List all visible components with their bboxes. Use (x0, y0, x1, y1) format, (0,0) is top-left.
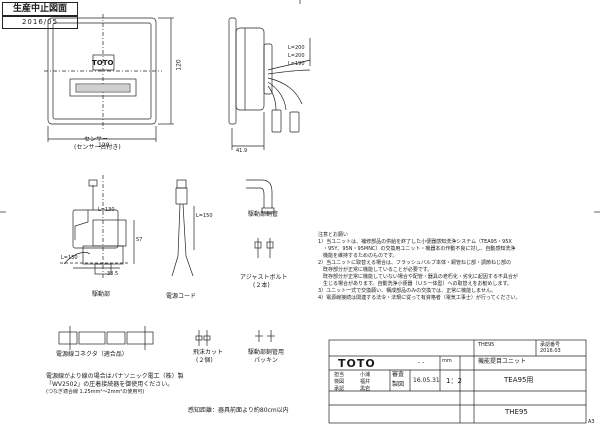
side-cable-dim-3: L=190 (288, 61, 305, 67)
front-width-dim: 120 (98, 142, 110, 149)
notes-line: 4）電源線接続は関連する法令・法規に従って有資格者（電気工事士）が行ってください… (318, 295, 521, 301)
notes-line: 生じる場合があります。自動洗浄小便器（ＵＳ一体型）への取替えをお勧めします。 (318, 281, 513, 287)
title-block-scale: 1：2 (446, 377, 462, 385)
title-row-value: 福井 (360, 379, 371, 385)
connector-label: 電源線コネクタ（適合品） (56, 351, 128, 358)
side-depth-dim: 41.9 (236, 148, 248, 154)
notes-block: 注意とお願い 1）当ユニットは、補修部品の供給を終了した小便器感知洗浄システム（… (318, 232, 596, 302)
title-block-title: 機能提目ユニット (478, 358, 527, 365)
title-block-unit: mm (442, 358, 452, 364)
title-row-label: 担当 (334, 372, 345, 378)
sensor-window (77, 85, 129, 91)
drive-unit-drawing (60, 175, 135, 280)
title-row-value: 黒岩 (360, 386, 371, 392)
notes-line: 2）当ユニットに取替える場合は、フラッシュバルブ本体・銅管ねじ部・調節ねじ部の (318, 260, 512, 266)
adjust-bolt-qty: (２本) (253, 282, 270, 289)
title-block-issue-date: 2016.03 (540, 348, 561, 354)
notes-line: 1）当ユニットは、補修部品の供給を終了した小便器感知洗浄システム（TEA95・9… (318, 239, 512, 245)
side-cable-dim-2: L=200 (288, 53, 305, 59)
title-block-date: 16.05.31 (413, 377, 440, 384)
notes-line: 既存部分が正常に機能していることが必要です。 (318, 267, 433, 273)
discontinued-date: 2016/05 (2, 16, 78, 29)
power-cord-dim: L=150 (196, 213, 213, 219)
drive-unit-label: 駆動部 (92, 291, 111, 298)
title-block-checked: 審査 (392, 371, 405, 378)
notes-line: 既存部分が正常に機能していない場合や配管・器具の老朽化・劣化に起因する不具合が (318, 274, 518, 280)
notes-line: 機能を維持するためのものです。 (318, 253, 398, 259)
splash-plug-label: 飛沫カット (193, 349, 224, 356)
wiring-note-2: 「WV2502」の圧着接続器を御使用ください。 (46, 381, 174, 388)
notes-line: 3）ユニット一式で交換願い、構成部品のみの交換では、正常に機能しません。 (318, 288, 497, 294)
side-cable-dim-1: L=200 (288, 45, 305, 51)
adjust-bolt-label: アジャストボルト (240, 274, 288, 281)
title-block-frame (328, 339, 587, 424)
title-row-value: 小浦 (360, 372, 371, 378)
front-view-caption-sub: (センサー台付き) (74, 144, 121, 151)
sheet-size: A3 (588, 419, 595, 425)
drive-dim-1: L=130 (98, 207, 115, 213)
connector-drawing (58, 326, 154, 350)
packing-label: 駆動部銅管用 (248, 349, 285, 356)
title-block-product: TEA95用 (504, 376, 534, 384)
power-cord-drawing (171, 179, 195, 277)
splash-plug-qty: (２個) (196, 357, 213, 364)
notes-line: ・95Y、95N・95MNC）の交換用ユニット・機器本の作動不良に対し、自動感知… (318, 246, 516, 252)
power-cord-label: 電源コード (166, 293, 197, 300)
wiring-note-3: (つなぎ適合線 1.25mm²～2mm²の使用可) (46, 389, 145, 395)
drive-pipe-label: 駆動部銅管 (248, 211, 279, 218)
notes-heading: 注意とお願い (318, 232, 349, 238)
packing-label-2: パッキン (254, 357, 278, 364)
splash-plug-drawing (195, 330, 211, 346)
front-view-caption: センサー (84, 136, 109, 143)
title-block-logo: TOTO (338, 357, 376, 370)
title-block-drawing-no: THE95 (478, 342, 495, 348)
front-height-dim: 120 (175, 59, 183, 71)
title-row-label: 検図 (334, 379, 345, 385)
discontinued-stamp: 生産中止図面 (2, 2, 78, 16)
adjust-bolt-drawing (254, 238, 274, 258)
title-block-dash: - - (418, 359, 425, 366)
title-row-label: 承認 (334, 386, 345, 392)
drive-pipe-drawing (246, 179, 275, 214)
title-block-drawn: 製図 (392, 381, 405, 388)
title-block-approval-label: 承認番号 (540, 342, 561, 348)
sensor-front-view (44, 14, 174, 142)
packing-drawing (255, 330, 275, 342)
front-view-logo: TOTO (92, 59, 114, 67)
detection-note: 感知距離：器具前面より約80cm以内 (188, 407, 289, 414)
sensor-side-view (228, 17, 311, 150)
title-block-part-no: THE95 (505, 408, 528, 416)
drive-dim-3: 38.5 (107, 271, 119, 277)
drive-dim-4: 57 (136, 237, 143, 243)
wiring-note-1: 電源線がより線の場合はパナソニック電工（株）製 (46, 373, 184, 380)
drive-dim-2: L=130 (61, 255, 78, 261)
